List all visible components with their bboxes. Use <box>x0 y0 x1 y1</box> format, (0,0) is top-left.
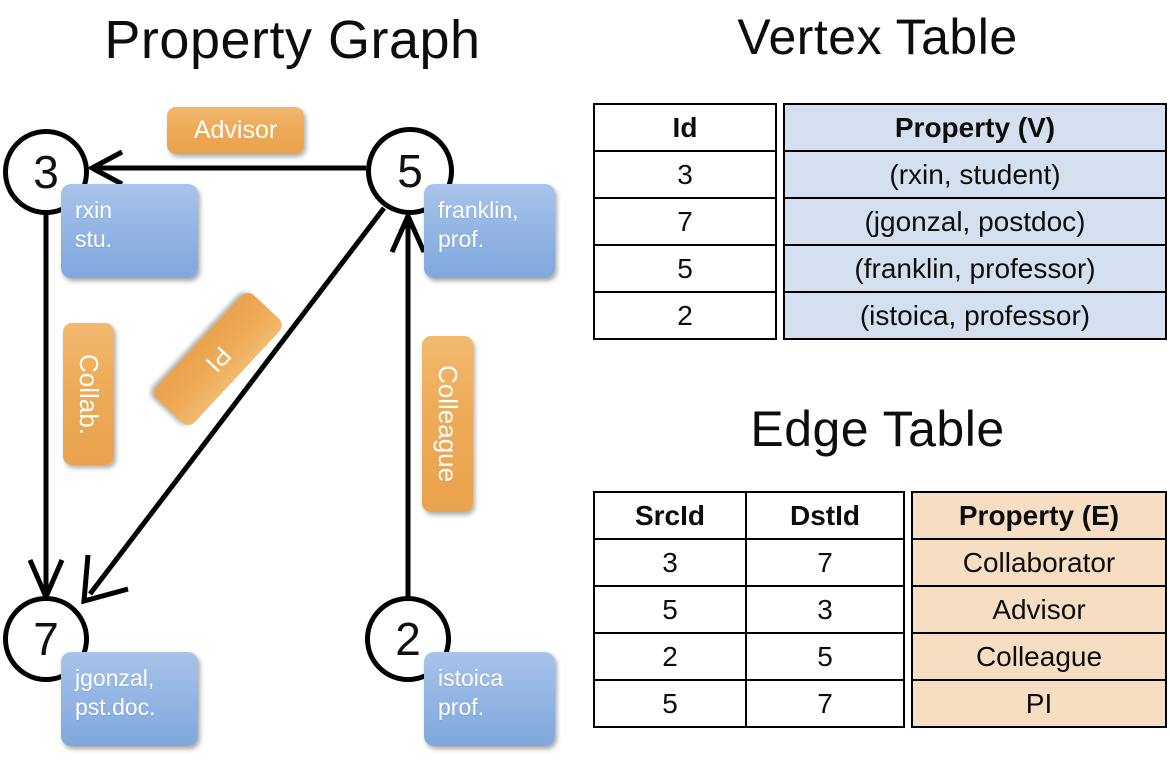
vertex-row-property: (istoica, professor) <box>783 291 1167 340</box>
edge-row-dstid: 7 <box>745 679 905 728</box>
node-property-line-1: franklin, <box>438 197 519 223</box>
edge-row-property: Collaborator <box>911 538 1167 587</box>
edge-row-srcid: 5 <box>593 585 747 634</box>
node-property-box-franklin: franklin, prof. <box>424 184 555 278</box>
vertex-row-id: 7 <box>593 197 777 246</box>
edge-label-advisor-text: Advisor <box>193 116 278 144</box>
vertex-table-header-row: Id Property (V) <box>593 103 1167 152</box>
edge-5-to-7 <box>81 206 386 605</box>
vertex-table-header-id: Id <box>593 103 777 152</box>
table-row: 2 (istoica, professor) <box>593 291 1167 340</box>
table-row: 2 5 Colleague <box>593 632 1167 681</box>
edge-row-property: Advisor <box>911 585 1167 634</box>
vertex-row-id: 3 <box>593 150 777 199</box>
vertex-row-property: (jgonzal, postdoc) <box>783 197 1167 246</box>
node-property-line-2: prof. <box>438 694 485 720</box>
table-row: 5 3 Advisor <box>593 585 1167 634</box>
vertex-table-header-property: Property (V) <box>783 103 1167 152</box>
edge-2-to-5 <box>389 209 427 600</box>
edge-table-header-row: SrcId DstId Property (E) <box>593 491 1167 540</box>
edge-row-property: Colleague <box>911 632 1167 681</box>
table-gap <box>776 104 784 151</box>
table-gap <box>776 198 784 245</box>
graph-node-2-label: 2 <box>395 613 421 665</box>
table-gap <box>776 245 784 292</box>
graph-node-5-label: 5 <box>397 145 423 197</box>
table-gap <box>904 539 912 586</box>
table-gap <box>776 292 784 339</box>
node-property-line-1: jgonzal, <box>75 665 155 691</box>
property-graph-diagram: 3 5 7 2 rxin stu. franklin, prof. jgonza… <box>3 107 555 746</box>
edge-label-colleague-text: Colleague <box>433 365 463 483</box>
table-row: 5 (franklin, professor) <box>593 244 1167 293</box>
node-property-box-jgonzal: jgonzal, pst.doc. <box>61 652 198 746</box>
edge-table-header-dstid: DstId <box>745 491 905 540</box>
graph-node-3-label: 3 <box>33 146 59 198</box>
edge-row-dstid: 3 <box>745 585 905 634</box>
edge-label-collab-text: Collab. <box>74 353 104 435</box>
page-title-vertex-table: Vertex Table <box>737 9 1018 65</box>
edge-row-dstid: 5 <box>745 632 905 681</box>
node-property-line-2: stu. <box>75 226 113 252</box>
node-property-box-rxin: rxin stu. <box>61 184 198 278</box>
vertex-row-property: (rxin, student) <box>783 150 1167 199</box>
node-property-line-1: rxin <box>75 197 113 223</box>
edge-row-dstid: 7 <box>745 538 905 587</box>
table-row: 3 (rxin, student) <box>593 150 1167 199</box>
node-property-line-2: pst.doc. <box>75 694 156 720</box>
edge-5-to-3 <box>86 149 366 187</box>
graph-node-2[interactable]: 2 <box>365 596 451 682</box>
edge-3-to-7 <box>27 212 65 604</box>
vertex-row-property: (franklin, professor) <box>783 244 1167 293</box>
edge-table-header-srcid: SrcId <box>593 491 747 540</box>
table-gap <box>904 633 912 680</box>
vertex-row-id: 5 <box>593 244 777 293</box>
edge-row-srcid: 5 <box>593 679 747 728</box>
table-row: 5 7 PI <box>593 679 1167 728</box>
edge-row-srcid: 3 <box>593 538 747 587</box>
vertex-table: Id Property (V) 3 (rxin, student) 7 (jgo… <box>593 103 1167 340</box>
edge-label-advisor: Advisor <box>167 107 304 154</box>
edge-row-property: PI <box>911 679 1167 728</box>
graph-edges-layer <box>27 149 427 605</box>
table-row: 7 (jgonzal, postdoc) <box>593 197 1167 246</box>
table-gap <box>904 680 912 727</box>
page-title-edge-table: Edge Table <box>750 401 1005 457</box>
node-property-box-istoica: istoica prof. <box>424 652 555 746</box>
page-title-property-graph: Property Graph <box>104 10 481 70</box>
table-gap <box>904 492 912 539</box>
edge-label-pi-text: PI <box>200 341 237 378</box>
vertex-row-id: 2 <box>593 291 777 340</box>
edge-table: SrcId DstId Property (E) 3 7 Collaborato… <box>593 491 1167 728</box>
table-gap <box>904 586 912 633</box>
edge-label-colleague: Colleague <box>422 336 473 512</box>
node-property-line-2: prof. <box>438 226 485 252</box>
node-property-line-1: istoica <box>438 665 504 691</box>
table-row: 3 7 Collaborator <box>593 538 1167 587</box>
graph-node-7-label: 7 <box>33 613 59 665</box>
edge-row-srcid: 2 <box>593 632 747 681</box>
edge-label-collab: Collab. <box>63 323 114 465</box>
edge-table-header-property: Property (E) <box>911 491 1167 540</box>
table-gap <box>776 151 784 198</box>
